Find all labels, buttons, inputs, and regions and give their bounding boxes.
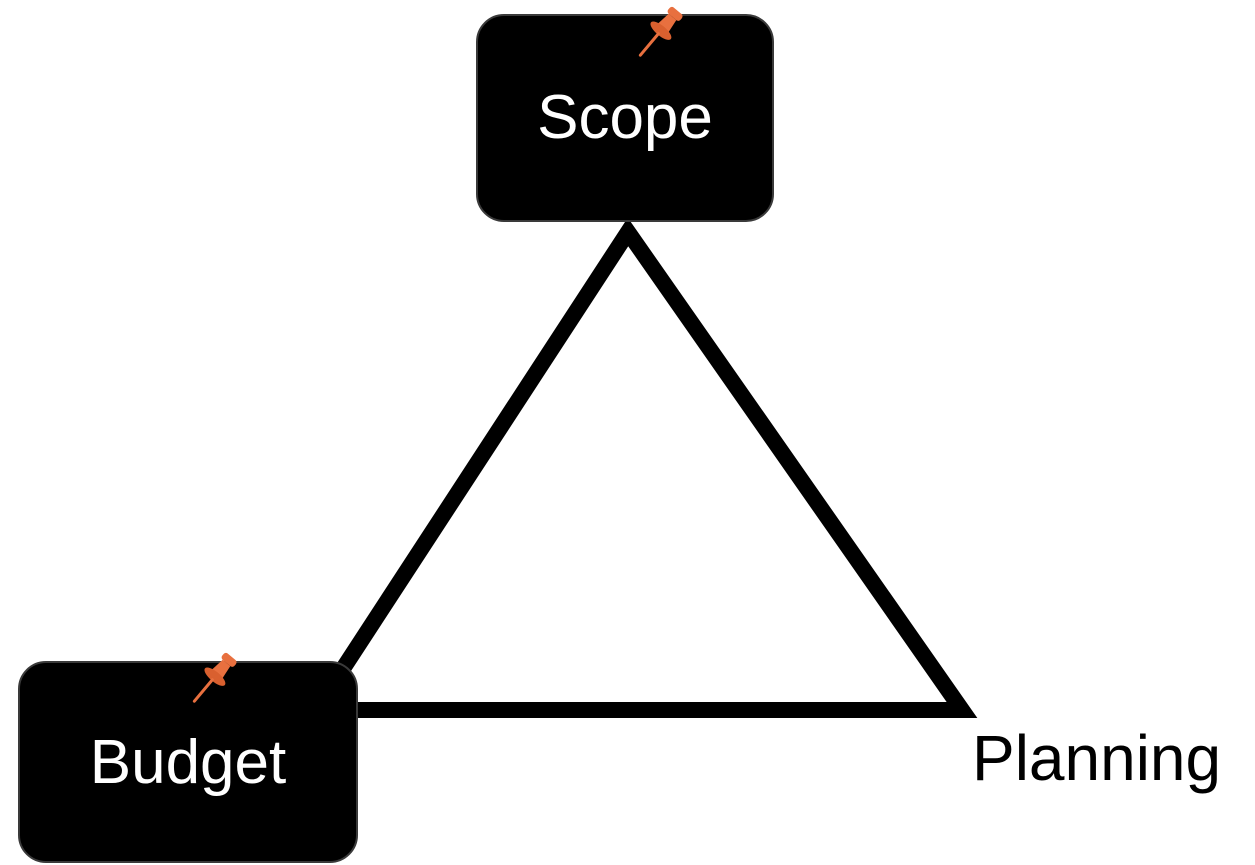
scope-node: Scope xyxy=(476,14,774,222)
scope-label: Scope xyxy=(537,83,713,152)
pushpin-icon xyxy=(192,652,237,703)
project-triangle xyxy=(301,217,978,718)
budget-node: Budget xyxy=(18,661,358,863)
planning-label: Planning xyxy=(972,722,1222,794)
pushpin-icon xyxy=(638,6,683,57)
budget-label: Budget xyxy=(89,728,287,797)
